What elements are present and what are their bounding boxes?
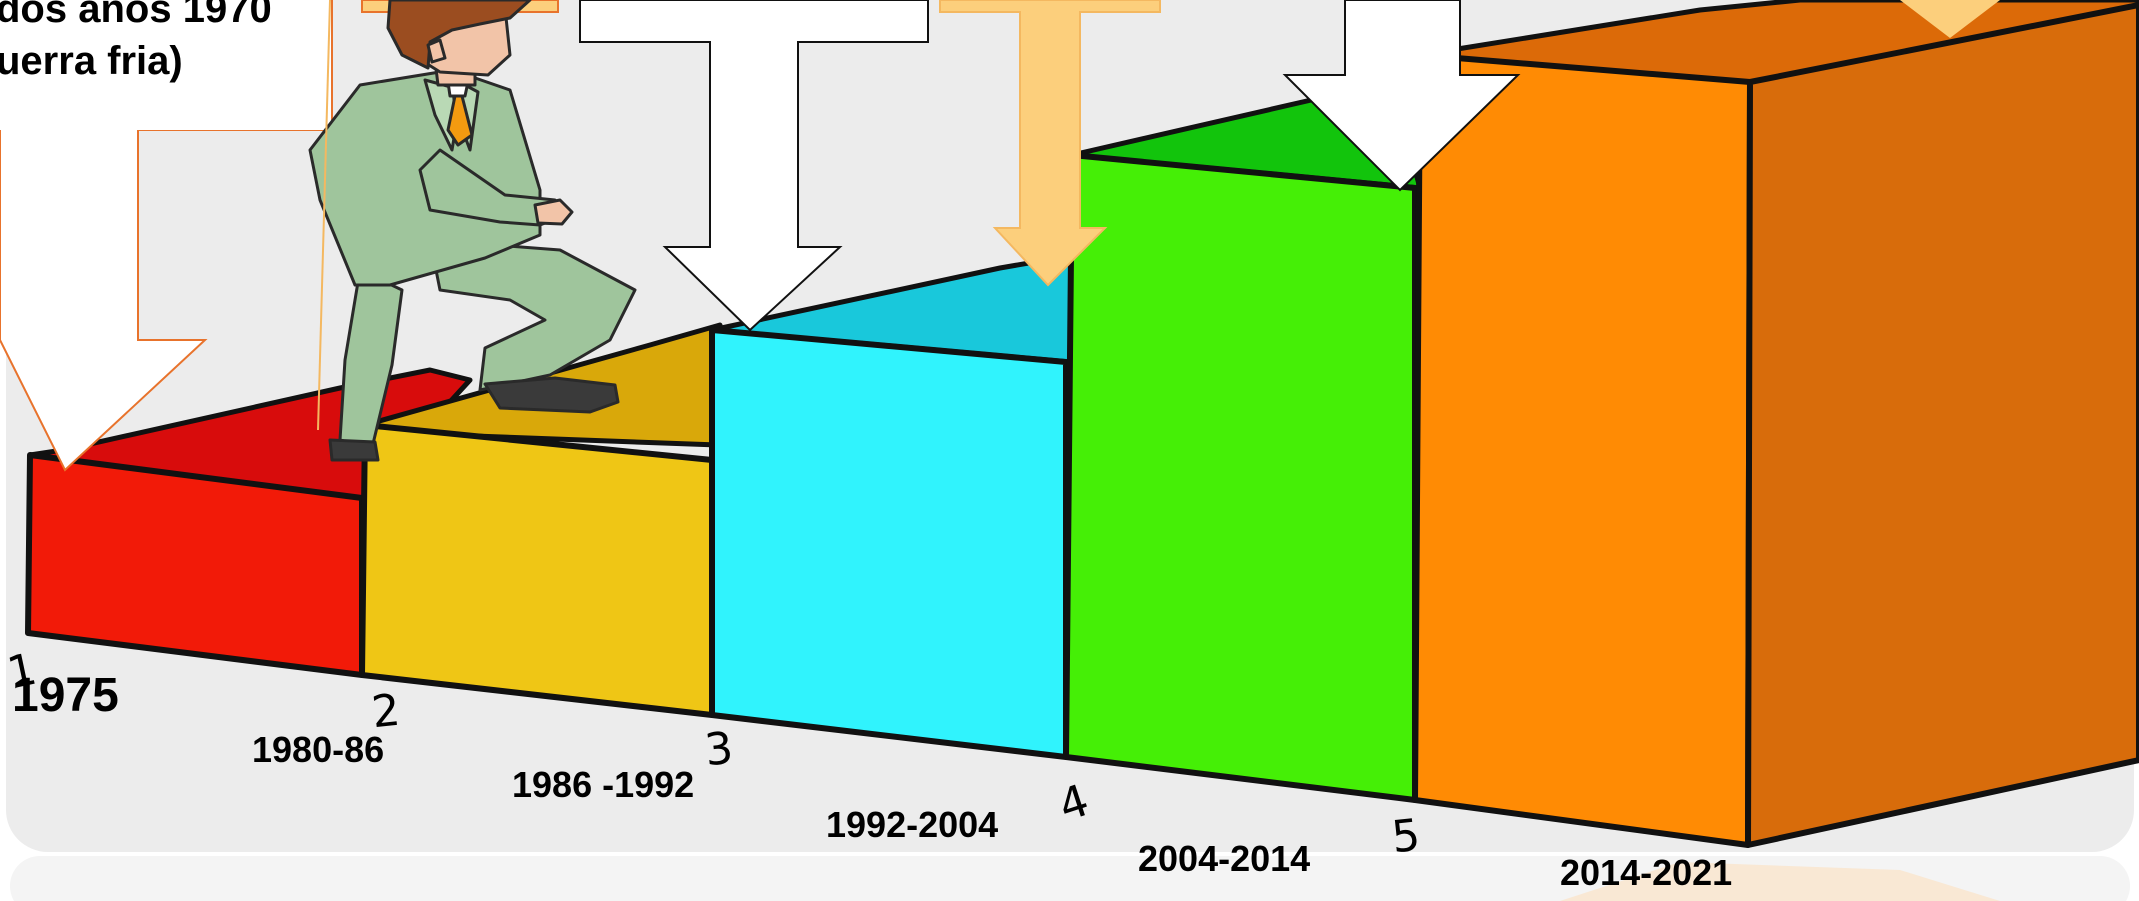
- step-label-1992-2004: 1992-2004: [826, 804, 999, 845]
- step-5-front: [1412, 52, 1753, 848]
- intro-box: [0, 0, 330, 130]
- step-label-1980-86: 1980-86: [252, 729, 385, 770]
- step-number-2: 2: [369, 684, 403, 739]
- callout-arrow-6: [1900, 0, 2000, 38]
- step-label-1975: 1975: [12, 669, 119, 722]
- guide-line: [317, 0, 331, 431]
- intro-text-line-2: uerra fria): [0, 39, 183, 83]
- step-3-front: [709, 327, 1069, 760]
- step-5-side: [1745, 2, 2139, 848]
- step-label-1986-1992: 1986 -1992: [512, 764, 695, 805]
- reflection-shape: [1560, 862, 2000, 901]
- step-number-5: 5: [1389, 809, 1423, 864]
- step-2-front: [359, 422, 715, 718]
- callout-arrow-5: [1282, 0, 1521, 192]
- step-label-2004-2014: 2004-2014: [1138, 838, 1311, 879]
- step-number-3: 3: [702, 722, 736, 777]
- intro-text-line-1: dos anos 1970: [0, 0, 272, 31]
- callout-arrow-4: [939, 0, 1161, 287]
- callout-arrow-3: [579, 0, 929, 332]
- step-label-2014-2021: 2014-2021: [1560, 852, 1733, 893]
- step-4-front: [1063, 152, 1418, 803]
- businessman-figure: [308, 0, 637, 462]
